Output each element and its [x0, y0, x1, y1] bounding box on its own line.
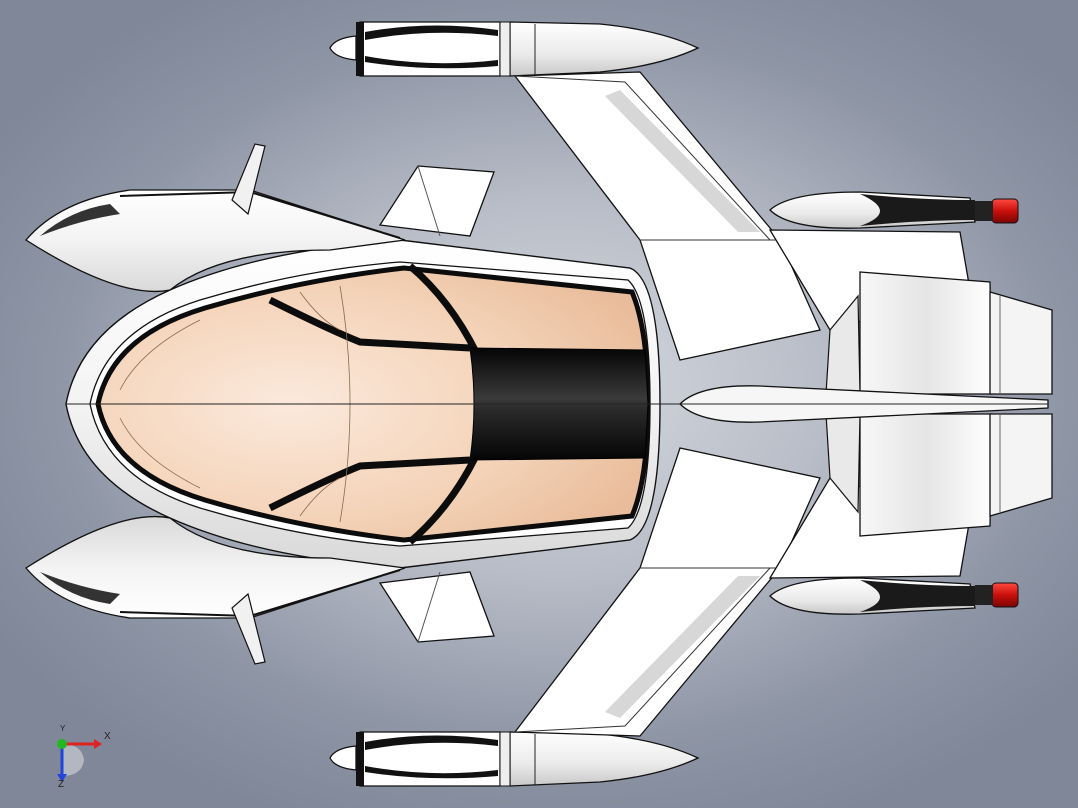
z-axis-arrowhead [57, 774, 67, 782]
lower-side-pod [769, 577, 1019, 615]
top-prop-pod [329, 21, 700, 77]
x-axis-arrowhead [94, 739, 102, 749]
bottom-prop-pod [329, 731, 700, 787]
rear-tail [679, 229, 1053, 579]
y-axis-label: Y [60, 724, 66, 733]
coordinate-triad: X Y Z [44, 724, 124, 796]
triad-axes [57, 739, 102, 782]
lower-wing [513, 447, 821, 737]
z-axis-label: Z [58, 779, 65, 790]
upper-wing [513, 71, 821, 361]
upper-side-pod [769, 191, 1019, 229]
fuselage [25, 143, 680, 665]
x-axis-label: X [104, 731, 111, 742]
y-axis-dot [57, 739, 67, 749]
